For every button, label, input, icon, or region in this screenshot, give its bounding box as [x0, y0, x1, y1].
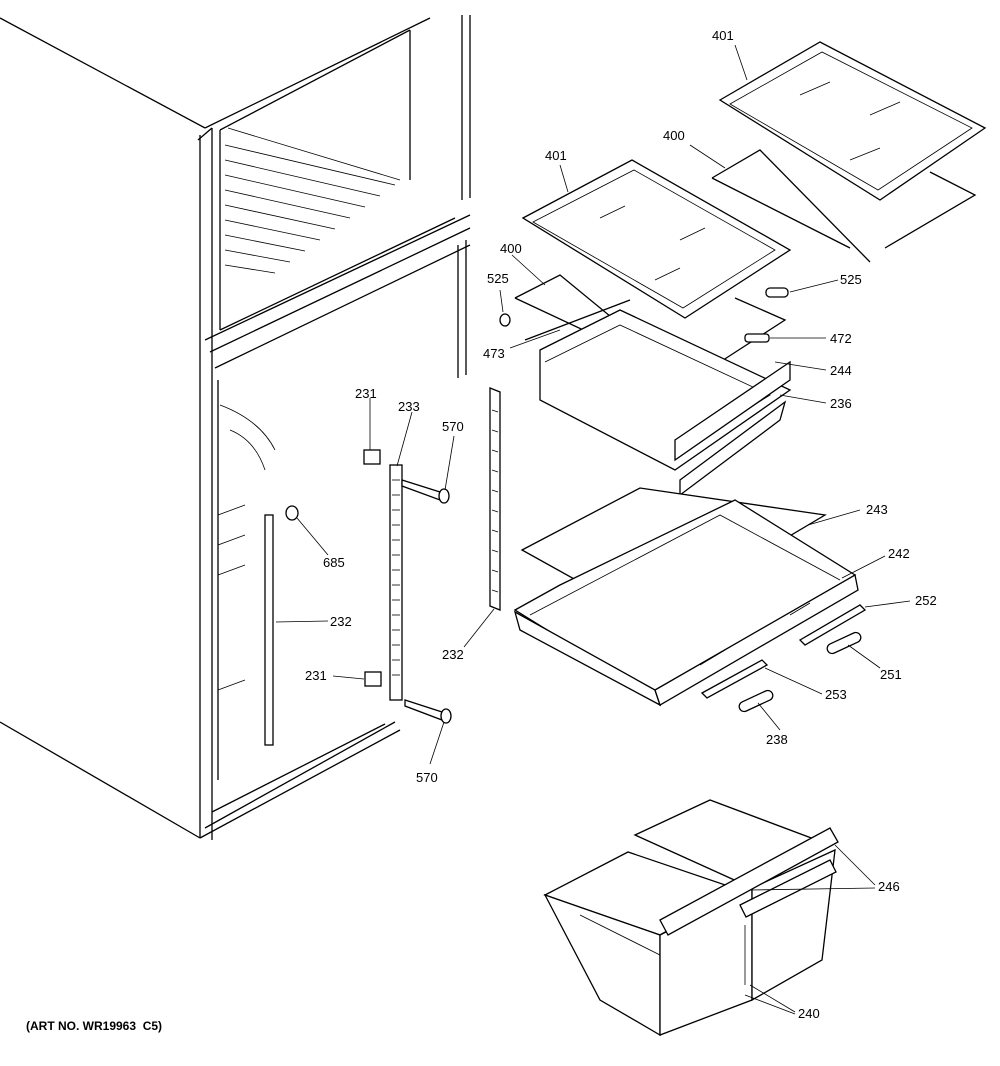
- label-243: 243: [866, 502, 888, 517]
- clip-231-top: [363, 449, 381, 465]
- label-525-right: 525: [840, 272, 862, 287]
- rod-473: [524, 299, 631, 341]
- label-246: 246: [878, 879, 900, 894]
- label-236: 236: [830, 396, 852, 411]
- label-238: 238: [766, 732, 788, 747]
- label-244: 244: [830, 363, 852, 378]
- label-685: 685: [323, 555, 345, 570]
- pin-525-right: [765, 287, 789, 298]
- rod-472: [744, 333, 770, 343]
- roller-251: [826, 631, 862, 655]
- label-251: 251: [880, 667, 902, 682]
- label-400-upper: 400: [663, 128, 685, 143]
- label-570-top: 570: [442, 419, 464, 434]
- label-231-bottom: 231: [305, 668, 327, 683]
- label-401-lower: 401: [545, 148, 567, 163]
- label-252: 252: [915, 593, 937, 608]
- pan-covers-246: [659, 827, 839, 936]
- refrigerator-cabinet: [0, 15, 471, 840]
- shelf-ladder-233: [389, 464, 403, 701]
- label-400-lower: 400: [500, 241, 522, 256]
- clip-231-bottom: [364, 671, 382, 687]
- label-253: 253: [825, 687, 847, 702]
- label-473: 473: [483, 346, 505, 361]
- screw-570-top: [401, 479, 450, 504]
- label-231-top: 231: [355, 386, 377, 401]
- label-472: 472: [830, 331, 852, 346]
- meat-pan-244: [539, 309, 792, 497]
- label-233: 233: [398, 399, 420, 414]
- label-401-upper: 401: [712, 28, 734, 43]
- slide-253: [700, 659, 769, 699]
- label-240: 240: [798, 1006, 820, 1021]
- crisper-tray-242: [513, 499, 859, 707]
- shelf-rail-232-right: [489, 387, 501, 611]
- label-232-left: 232: [330, 614, 352, 629]
- label-242: 242: [888, 546, 910, 561]
- shelf-rail-232-left: [264, 514, 274, 746]
- shelf-frame-400-upper: [711, 149, 977, 263]
- screw-685: [285, 505, 299, 521]
- slide-252: [798, 604, 867, 646]
- label-232-right: 232: [442, 647, 464, 662]
- screw-570-bottom: [404, 699, 452, 724]
- roller-238: [738, 689, 774, 713]
- glass-shelf-401-lower: [521, 159, 792, 319]
- part-labels: 401 400 401 400 525 525 472 473 244 236 …: [305, 28, 937, 1021]
- label-570-bottom: 570: [416, 770, 438, 785]
- pin-525-left: [499, 313, 511, 327]
- glass-shelf-401-upper: [718, 41, 987, 201]
- art-number: (ART NO. WR19963 C5): [26, 1019, 163, 1033]
- leader-lines: [275, 44, 911, 1015]
- label-525-left: 525: [487, 271, 509, 286]
